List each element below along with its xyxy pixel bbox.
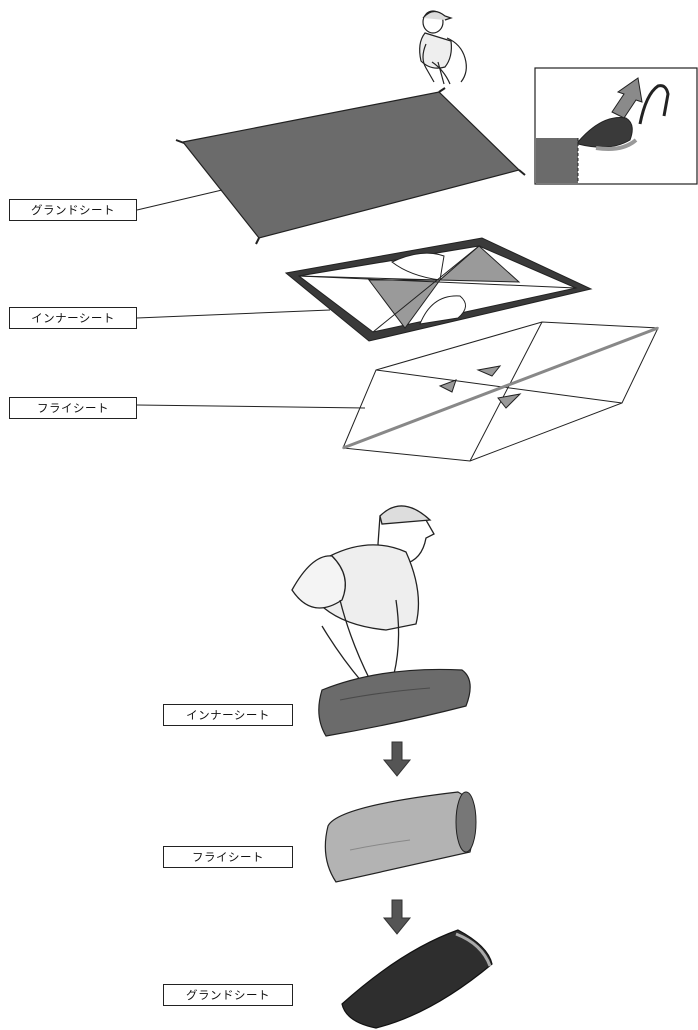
label-ground-sheet-top: グランドシート bbox=[9, 199, 137, 221]
ground-sheet-bag bbox=[342, 930, 492, 1028]
peg-detail-inset bbox=[535, 68, 697, 184]
label-fly-sheet-top: フライシート bbox=[9, 397, 137, 419]
inner-sheet bbox=[286, 238, 591, 341]
arrow-down-icon bbox=[384, 900, 410, 934]
ground-sheet bbox=[183, 92, 519, 238]
person-rolling-figure bbox=[292, 506, 434, 682]
label-fly-sheet-roll: フライシート bbox=[163, 846, 293, 868]
rolled-inner-sheet bbox=[319, 669, 470, 736]
fly-sheet bbox=[343, 322, 658, 461]
fly-sheet-bag bbox=[325, 792, 476, 882]
label-inner-sheet-top: インナーシート bbox=[9, 307, 137, 329]
person-pegging-figure bbox=[420, 11, 467, 84]
arrow-down-icon bbox=[384, 742, 410, 776]
label-inner-sheet-roll: インナーシート bbox=[163, 704, 293, 726]
label-ground-sheet-roll: グランドシート bbox=[163, 984, 293, 1006]
